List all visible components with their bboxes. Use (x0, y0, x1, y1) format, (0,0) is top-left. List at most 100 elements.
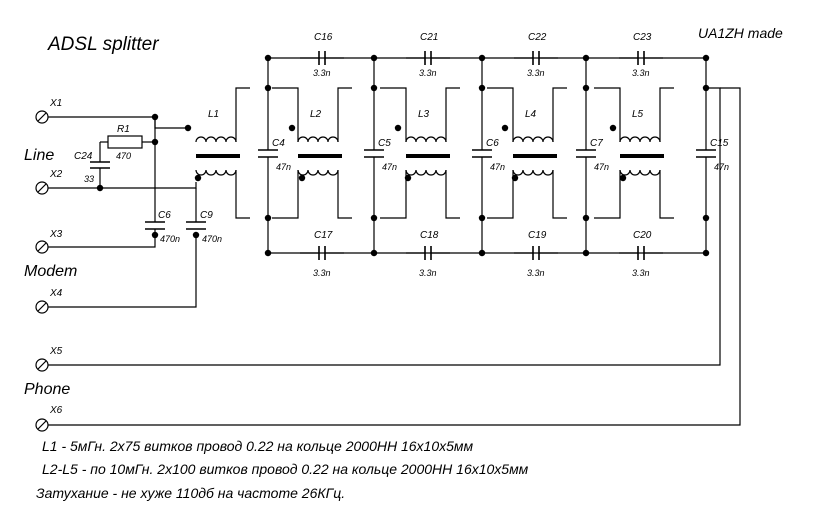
bottom-cap-value: 3.3n (527, 268, 545, 278)
shunt-cap-ref: C6 (486, 138, 499, 149)
junction-dot (184, 124, 192, 132)
wire (659, 87, 674, 142)
bottom-cap-value: 3.3n (632, 268, 650, 278)
wire (235, 87, 250, 142)
top-cap-value: 3.3n (527, 68, 545, 78)
top-cap-ref: C16 (314, 32, 333, 43)
shunt-cap-ref: C7 (590, 138, 603, 149)
junction-dot (151, 231, 159, 239)
terminal-label: X2 (49, 169, 63, 180)
top-cap-value: 3.3n (632, 68, 650, 78)
note-line-2: L2-L5 - по 10мГн. 2х100 витков провод 0.… (42, 461, 529, 477)
top-cap-ref: C22 (528, 32, 547, 43)
inductor-label: L2 (310, 109, 322, 120)
bottom-cap-value: 3.3n (313, 268, 331, 278)
terminal-screw-slot (37, 420, 47, 430)
wire (487, 170, 514, 219)
terminal-label: X3 (49, 229, 63, 240)
junction-dot (288, 124, 296, 132)
terminal-screw-slot (37, 183, 47, 193)
shunt-cap-ref: C5 (378, 138, 391, 149)
inductor-top-winding (405, 136, 447, 143)
wire (272, 170, 299, 219)
junction-dot (298, 174, 306, 182)
wire (594, 170, 621, 219)
inductor-bottom-winding (405, 169, 447, 176)
phone-label: Phone (24, 381, 70, 398)
shunt-cap-value: 47n (382, 162, 397, 172)
junction-dot (370, 84, 378, 92)
wire (659, 170, 674, 219)
junction-dot (264, 249, 272, 257)
line-label: Line (24, 147, 54, 164)
diagram-title: ADSL splitter (47, 34, 159, 55)
junction-dot (609, 124, 617, 132)
wire (337, 87, 352, 142)
inductor-label: L3 (418, 109, 430, 120)
junction-dot (370, 214, 378, 222)
shunt-cap-value: 47n (276, 162, 291, 172)
wire (48, 87, 721, 366)
shunt-cap-ref: C4 (272, 138, 285, 149)
wire (337, 170, 352, 219)
terminal-label: X1 (49, 98, 62, 109)
r1-value: 470 (116, 151, 131, 161)
junction-dot (192, 231, 200, 239)
junction-dot (702, 249, 710, 257)
junction-dot (582, 54, 590, 62)
junction-dot (370, 54, 378, 62)
wire (48, 87, 741, 426)
c24-value: 33 (84, 174, 94, 184)
junction-dot (501, 124, 509, 132)
inductor-top-winding (619, 136, 661, 143)
inductor-bottom-winding (619, 169, 661, 176)
inductor-bottom-winding (512, 169, 554, 176)
wire (487, 87, 514, 142)
junction-dot (478, 54, 486, 62)
shunt-cap-ref: C15 (710, 138, 729, 149)
junction-dot (702, 84, 710, 92)
c24-ref: C24 (74, 151, 93, 162)
top-cap-value: 3.3n (419, 68, 437, 78)
junction-dot (264, 214, 272, 222)
inductor-label: L1 (208, 109, 219, 120)
r1-ref: R1 (117, 124, 130, 135)
bottom-cap-ref: C18 (420, 230, 439, 241)
bottom-cap-value: 3.3n (419, 268, 437, 278)
junction-dot (478, 214, 486, 222)
inductor-bottom-winding (297, 169, 339, 176)
wire (552, 87, 567, 142)
top-cap-value: 3.3n (313, 68, 331, 78)
junction-dot (582, 214, 590, 222)
terminal-screw-slot (37, 112, 47, 122)
inductor-label: L4 (525, 109, 537, 120)
wire (48, 235, 156, 248)
junction-dot (702, 214, 710, 222)
junction-dot (478, 249, 486, 257)
c6-input-value: 470n (160, 234, 180, 244)
bottom-cap-ref: C19 (528, 230, 547, 241)
inductor-top-winding (512, 136, 554, 143)
bottom-cap-ref: C17 (314, 230, 333, 241)
shunt-cap-value: 47n (594, 162, 609, 172)
note-line-3: Затухание - не хуже 110дб на частоте 26К… (36, 485, 345, 501)
author-label: UA1ZH made (698, 25, 783, 41)
terminal-screw-slot (37, 360, 47, 370)
wire (380, 170, 407, 219)
top-cap-ref: C21 (420, 32, 438, 43)
bottom-cap-ref: C20 (633, 230, 652, 241)
junction-dot (264, 54, 272, 62)
junction-dot (194, 174, 202, 182)
terminal-screw-slot (37, 242, 47, 252)
wire (48, 235, 197, 308)
c9-ref: C9 (200, 210, 213, 221)
wire (445, 170, 460, 219)
terminal-label: X6 (49, 405, 63, 416)
inductor-label: L5 (632, 109, 644, 120)
junction-dot (151, 113, 159, 121)
junction-dot (582, 249, 590, 257)
wire (552, 170, 567, 219)
